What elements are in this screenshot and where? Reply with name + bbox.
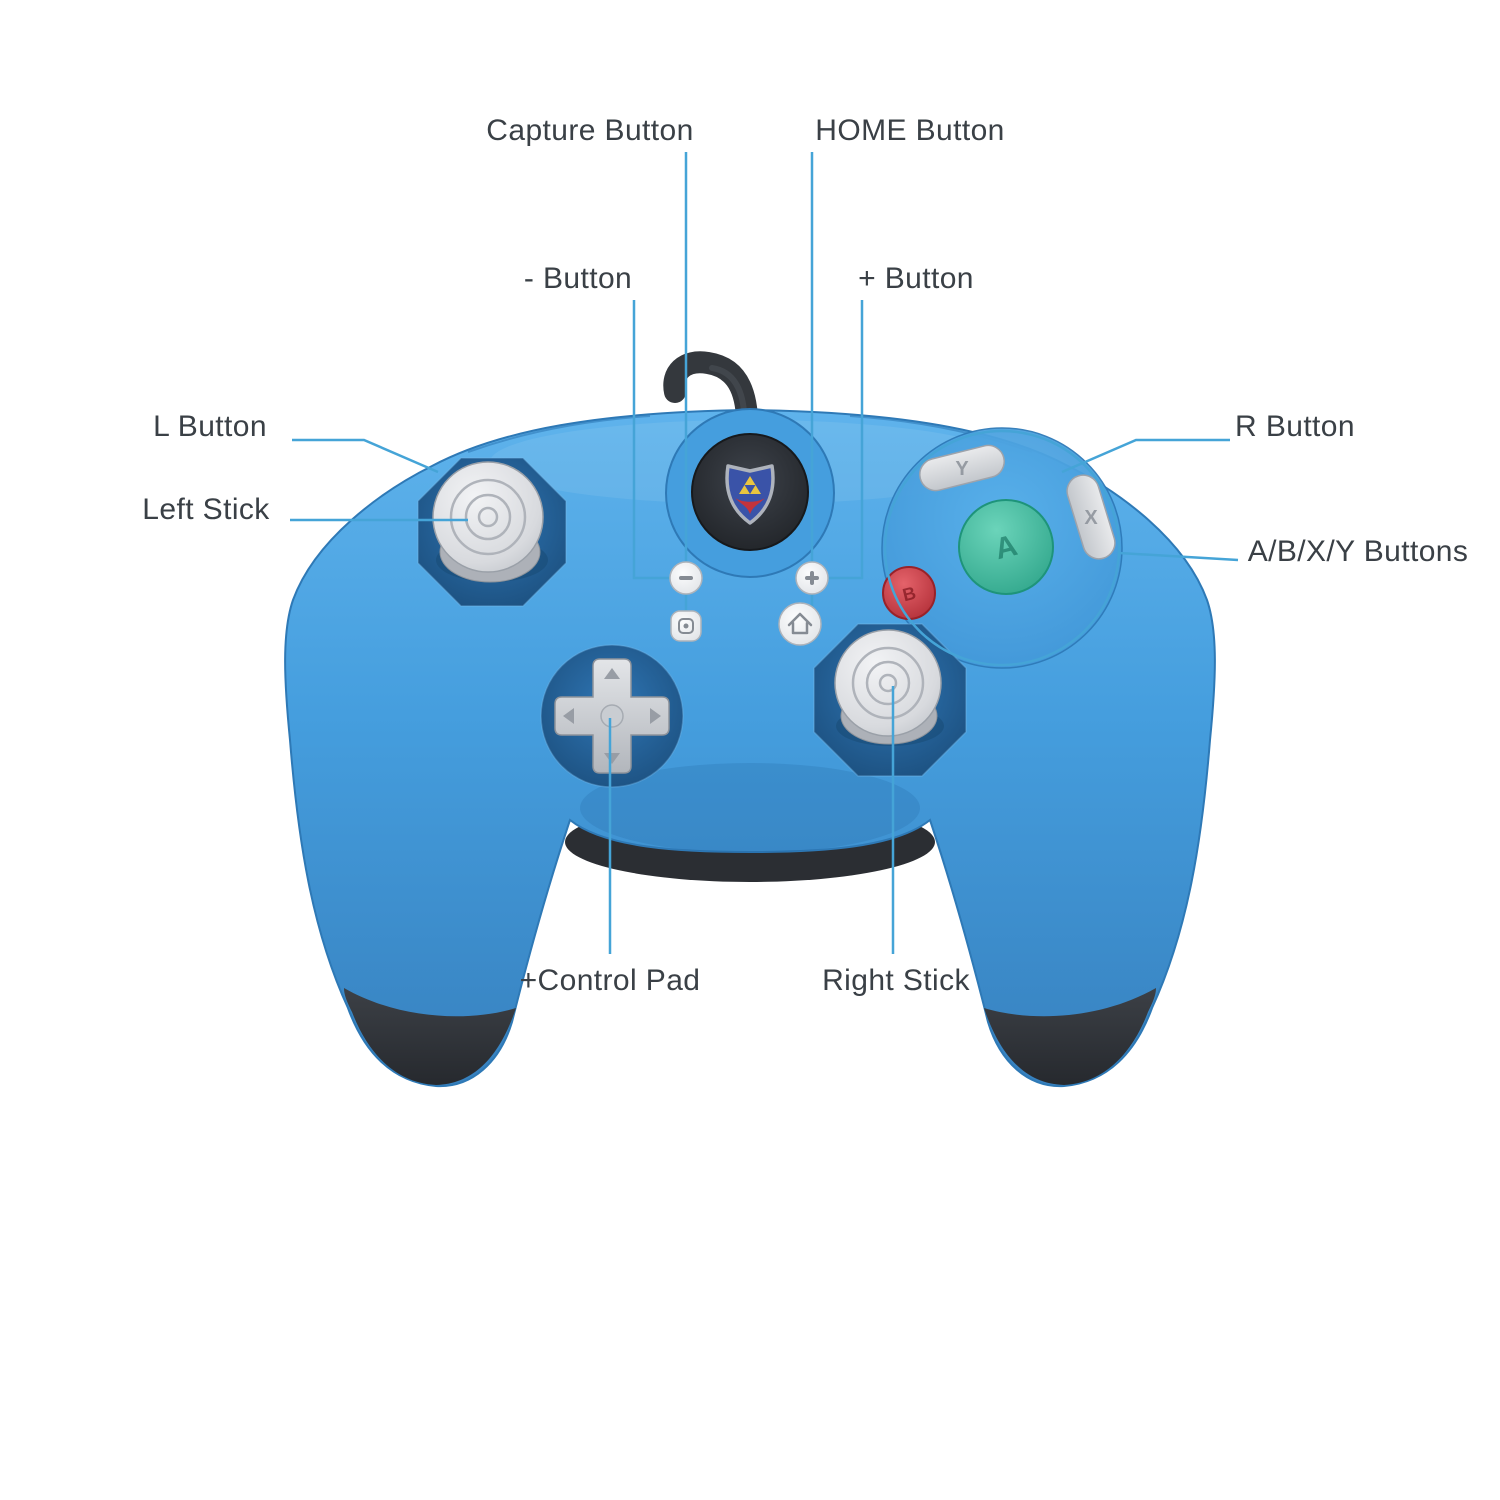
capture-button <box>670 610 702 642</box>
capture-dot <box>683 623 689 629</box>
left-grip-tip <box>344 988 516 1085</box>
body-lower-shading <box>580 763 920 853</box>
minus-button <box>669 561 703 595</box>
home-house-icon <box>787 612 813 635</box>
controller-illustration: Y X A B <box>284 351 1216 1088</box>
right-stick-cap <box>834 629 942 737</box>
right-stick-ridge-mid <box>865 660 911 706</box>
system-buttons <box>669 561 829 646</box>
dpad-arrow-down <box>604 753 620 764</box>
right-stick-ridge-inner <box>878 673 898 693</box>
y-button: Y <box>919 444 1005 492</box>
right-grip-tip <box>984 988 1156 1085</box>
left-stick <box>417 457 567 607</box>
label-abxy-buttons: A/B/X/Y Buttons <box>1247 535 1469 568</box>
abxy-buttons: Y X A B <box>882 444 1116 620</box>
left-shoulder-seam <box>467 415 651 453</box>
left-stick-cap <box>432 461 544 573</box>
minus-glyph <box>679 576 693 580</box>
label-r-button: R Button <box>1235 410 1355 443</box>
label-minus-button: - Button <box>523 262 633 295</box>
label-home-button: HOME Button <box>815 114 1005 147</box>
label-right-stick: Right Stick <box>822 964 970 997</box>
x-button-letter: X <box>1084 507 1098 529</box>
label-left-stick: Left Stick <box>142 493 270 526</box>
dpad-arrow-left <box>563 708 574 724</box>
annotations <box>290 152 1239 954</box>
a-button <box>958 499 1054 595</box>
home-button <box>778 602 822 646</box>
label-plus-button: + Button <box>858 262 974 295</box>
triforce-left <box>739 485 750 494</box>
dpad-arrow-up <box>604 668 620 679</box>
leader-minus-button <box>632 300 674 580</box>
plus-button <box>795 561 829 595</box>
b-button-letter: B <box>901 583 918 606</box>
label-l-button: L Button <box>153 410 267 443</box>
dpad-center <box>600 704 624 728</box>
control-pad <box>540 644 684 788</box>
shield-body <box>725 464 775 525</box>
capture-square-icon <box>678 618 694 634</box>
leader-l-button <box>292 438 439 474</box>
triforce-top <box>744 476 756 485</box>
triforce-right <box>750 485 761 494</box>
right-stick <box>813 623 967 777</box>
left-stick-ridge-inner <box>477 506 499 528</box>
leader-plus-button <box>824 300 864 580</box>
leader-abxy <box>1118 551 1239 562</box>
plus-glyph-v <box>810 571 814 585</box>
shield-bird <box>735 498 765 514</box>
dpad-arrow-right <box>650 708 661 724</box>
right-stick-ridge-outer <box>851 646 925 720</box>
leader-r-button <box>1061 438 1230 474</box>
label-control-pad: +Control Pad <box>519 964 701 997</box>
left-stick-ridge-mid <box>464 493 512 541</box>
left-stick-ridge-outer <box>449 478 527 556</box>
label-capture-button: Capture Button <box>486 114 694 147</box>
x-button: X <box>1066 474 1116 560</box>
hylian-shield-emblem <box>665 408 835 578</box>
abxy-highlight-circle <box>883 429 1121 667</box>
y-button-letter: Y <box>955 458 969 480</box>
